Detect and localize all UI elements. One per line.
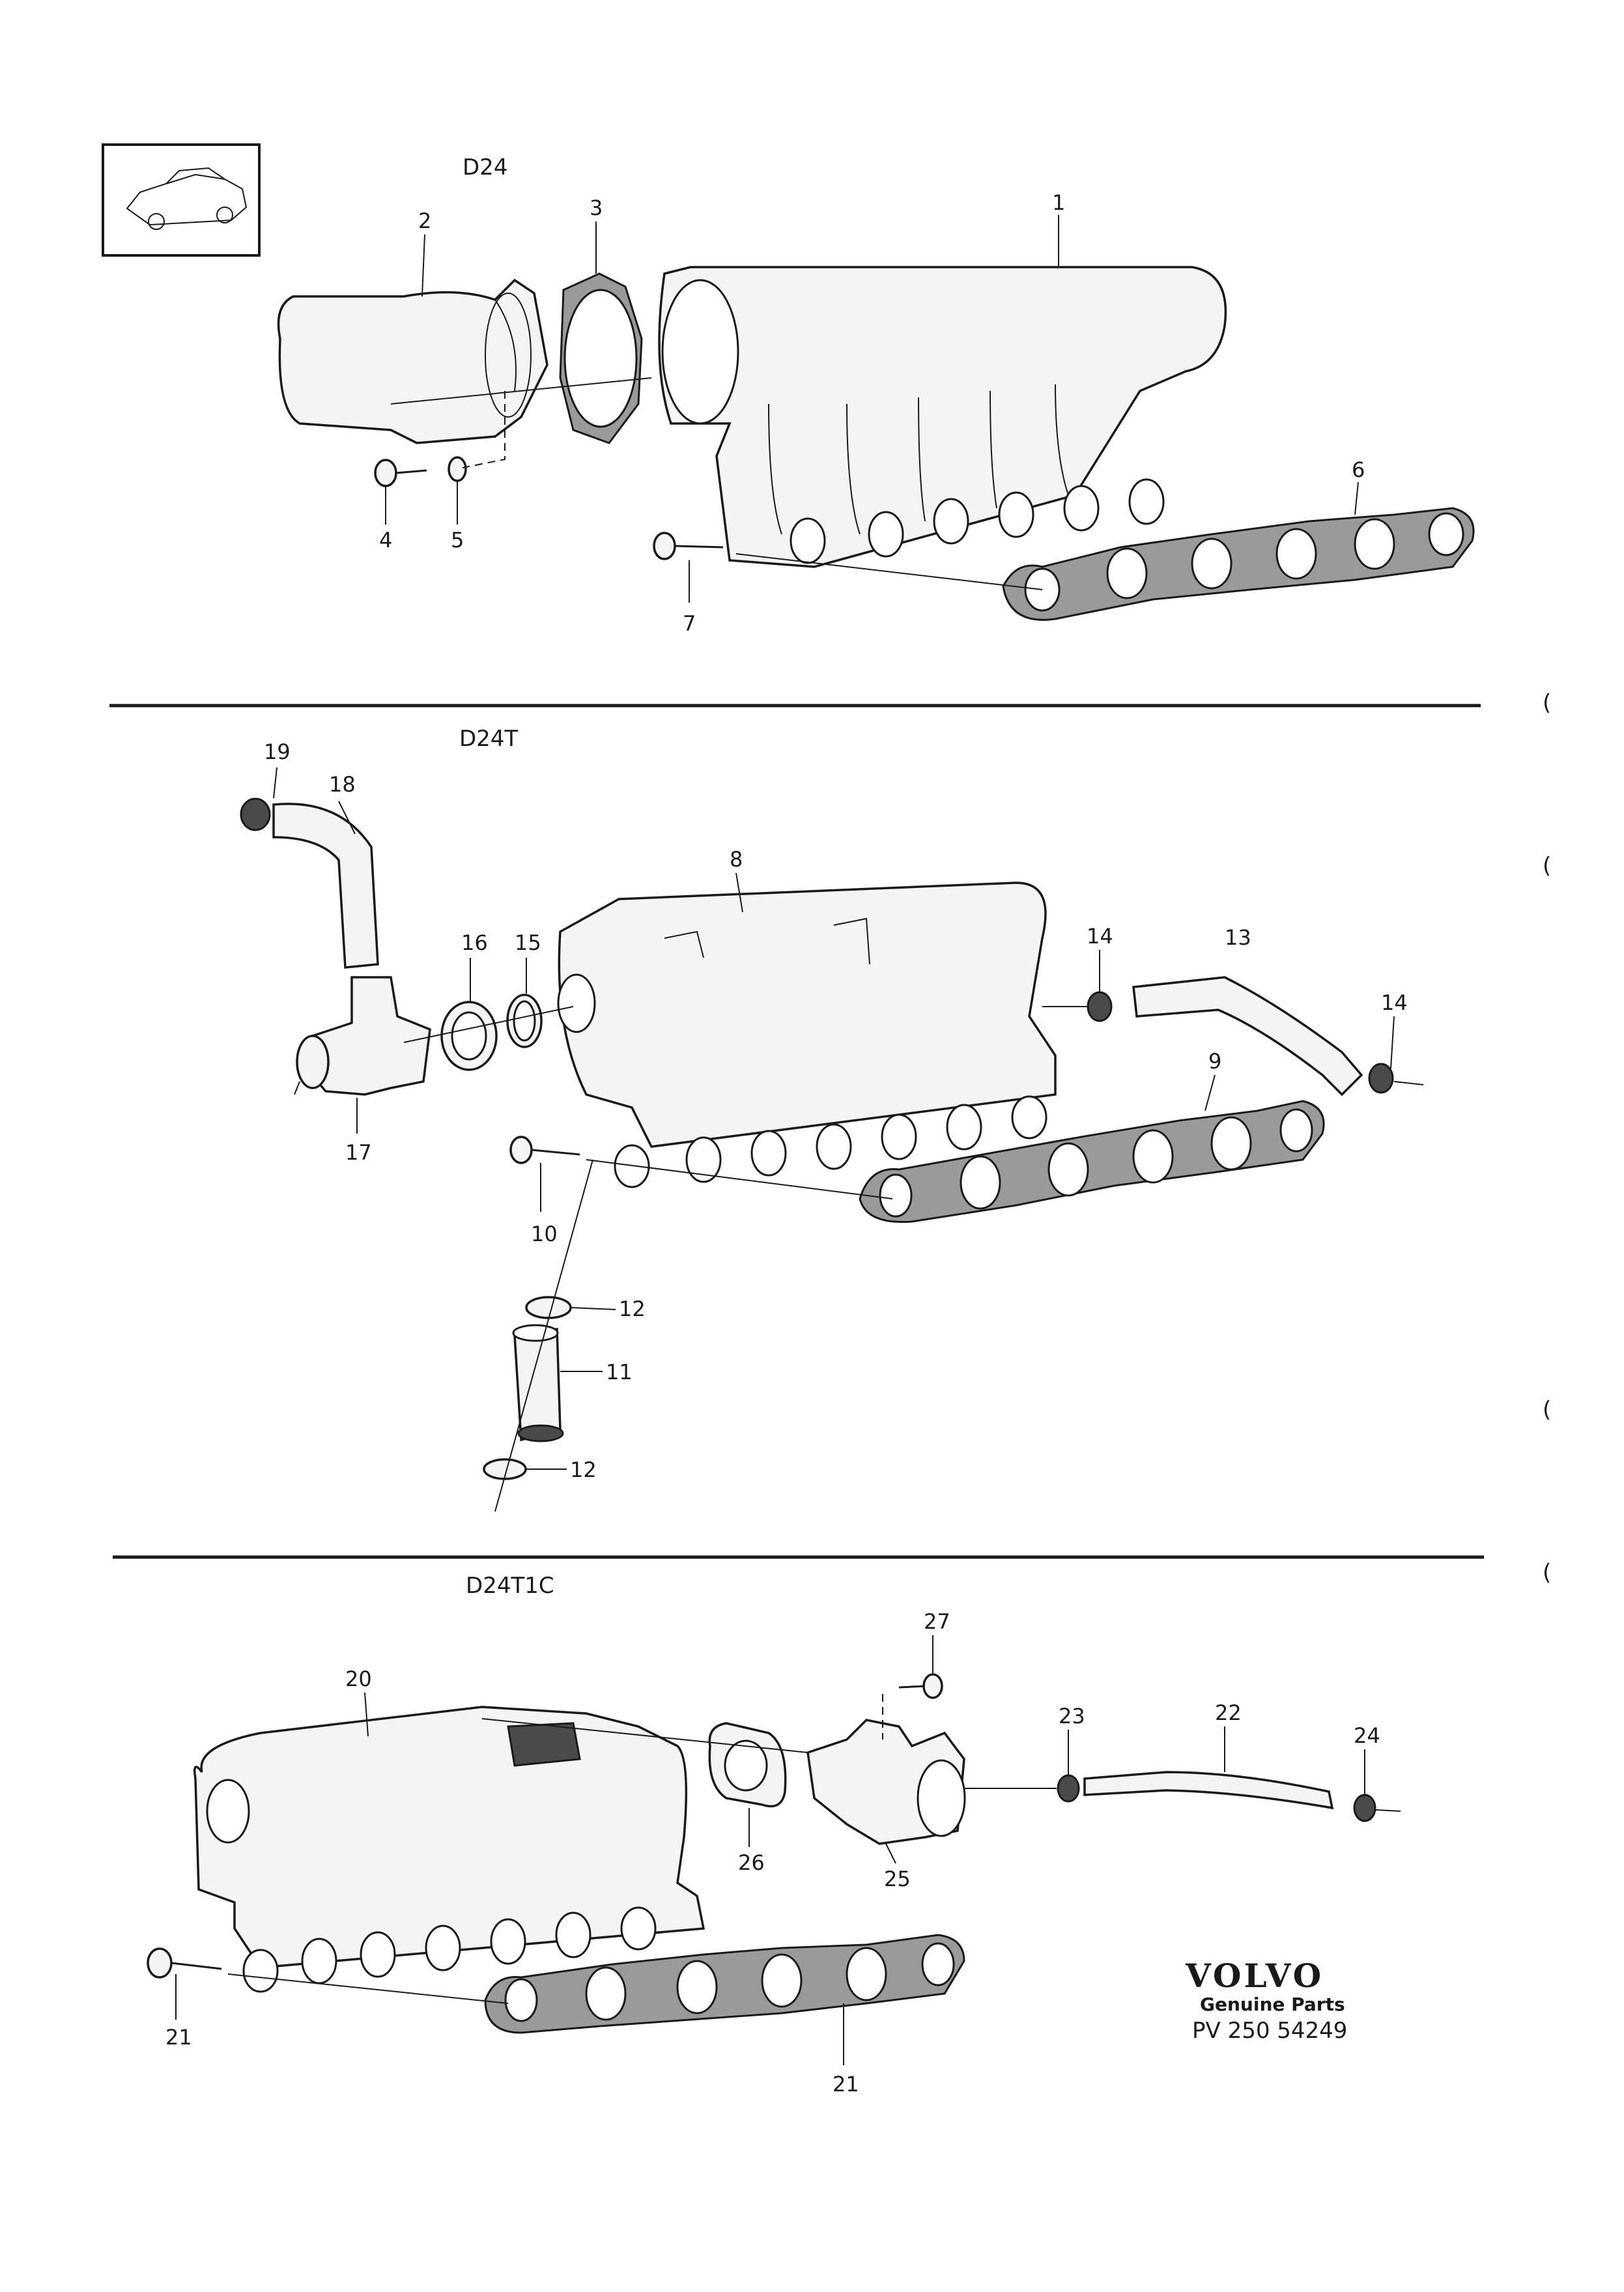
callout-15: 15	[515, 930, 541, 955]
margin-mark: (	[1543, 1560, 1551, 1586]
bolt-22	[147, 1947, 222, 1979]
clamp-24-b	[1353, 1794, 1376, 1822]
clamp-14-a	[1087, 991, 1113, 1022]
callout-13: 13	[1225, 925, 1251, 950]
section-d24: D24	[277, 154, 1475, 636]
hose-18	[272, 803, 379, 969]
flange-gasket-26	[708, 1722, 787, 1808]
callout-2: 2	[418, 208, 431, 233]
callout-22: 21	[165, 2025, 192, 2050]
callout-16: 16	[461, 930, 488, 955]
callout-8: 8	[730, 847, 743, 872]
vehicle-thumbnail	[102, 143, 261, 257]
manifold-gasket-d24t1c	[484, 1934, 965, 2034]
section-d24t: D24T	[240, 726, 1424, 1512]
valve-17	[294, 976, 431, 1096]
screw-27	[898, 1673, 943, 1699]
screw-4	[374, 459, 427, 487]
margin-mark: (	[1543, 1397, 1551, 1423]
callout-21: 21	[833, 2072, 859, 2097]
callout-14-b: 14	[1381, 990, 1408, 1015]
callout-11: 11	[606, 1360, 633, 1384]
callout-23: 22	[1215, 1700, 1242, 1725]
section-title: D24T	[459, 726, 518, 752]
callout-5: 5	[451, 528, 464, 552]
manifold-gasket-d24	[1002, 507, 1475, 621]
callout-26: 26	[738, 1850, 765, 1875]
callout-18: 18	[329, 772, 356, 797]
margin-mark: (	[1543, 853, 1551, 879]
callout-24-b: 24	[1354, 1723, 1380, 1748]
intake-manifold-d24	[658, 266, 1227, 568]
margin-mark: (	[1543, 690, 1551, 716]
callout-6: 6	[1352, 457, 1365, 482]
bolt-10	[509, 1136, 580, 1164]
intake-manifold-d24t	[557, 881, 1057, 1188]
callout-24-a: 23	[1059, 1704, 1085, 1728]
manifold-gasket-d24t	[859, 1100, 1325, 1224]
callout-1: 1	[1052, 190, 1065, 215]
callout-12-a: 12	[619, 1296, 646, 1321]
callout-19: 19	[264, 739, 291, 764]
callout-27: 27	[924, 1609, 950, 1634]
flange-gasket	[559, 272, 643, 444]
elbow-pipe	[277, 278, 548, 444]
clamp-24-a	[1057, 1774, 1080, 1803]
hose-13	[1132, 976, 1363, 1096]
clamp-19	[240, 797, 271, 831]
section-title: D24	[463, 154, 507, 180]
callout-3: 3	[590, 195, 603, 220]
callout-17: 17	[345, 1140, 372, 1165]
part-code: PV 250 54249	[1192, 2018, 1347, 2044]
callout-10: 10	[531, 1222, 558, 1246]
section-title: D24T1C	[466, 1573, 554, 1599]
callout-25: 25	[884, 1867, 911, 1891]
washer-5	[448, 456, 467, 482]
o-ring-12-lower	[483, 1458, 527, 1480]
brand-block: VOLVO Genuine Parts PV 250 54249	[1185, 1956, 1347, 2044]
brand-tagline: Genuine Parts	[1200, 1994, 1345, 2015]
section-d24t1c: D24T1C	[147, 1573, 1401, 2097]
callout-20: 20	[345, 1667, 372, 1691]
brand-logo: VOLVO	[1185, 1956, 1324, 1995]
o-ring-12-upper	[525, 1296, 572, 1319]
hose-23	[1083, 1771, 1334, 1810]
callout-4: 4	[379, 528, 392, 552]
callout-9: 9	[1208, 1049, 1221, 1074]
callout-7: 7	[683, 611, 696, 636]
callout-14-a: 14	[1087, 924, 1113, 949]
clamp-14-b	[1368, 1063, 1394, 1094]
intake-manifold-d24t1c	[193, 1706, 705, 1993]
elbow-25	[806, 1719, 966, 1845]
bolt-7	[653, 532, 724, 560]
pipe-11	[512, 1324, 564, 1442]
callout-12-b: 12	[570, 1457, 597, 1482]
